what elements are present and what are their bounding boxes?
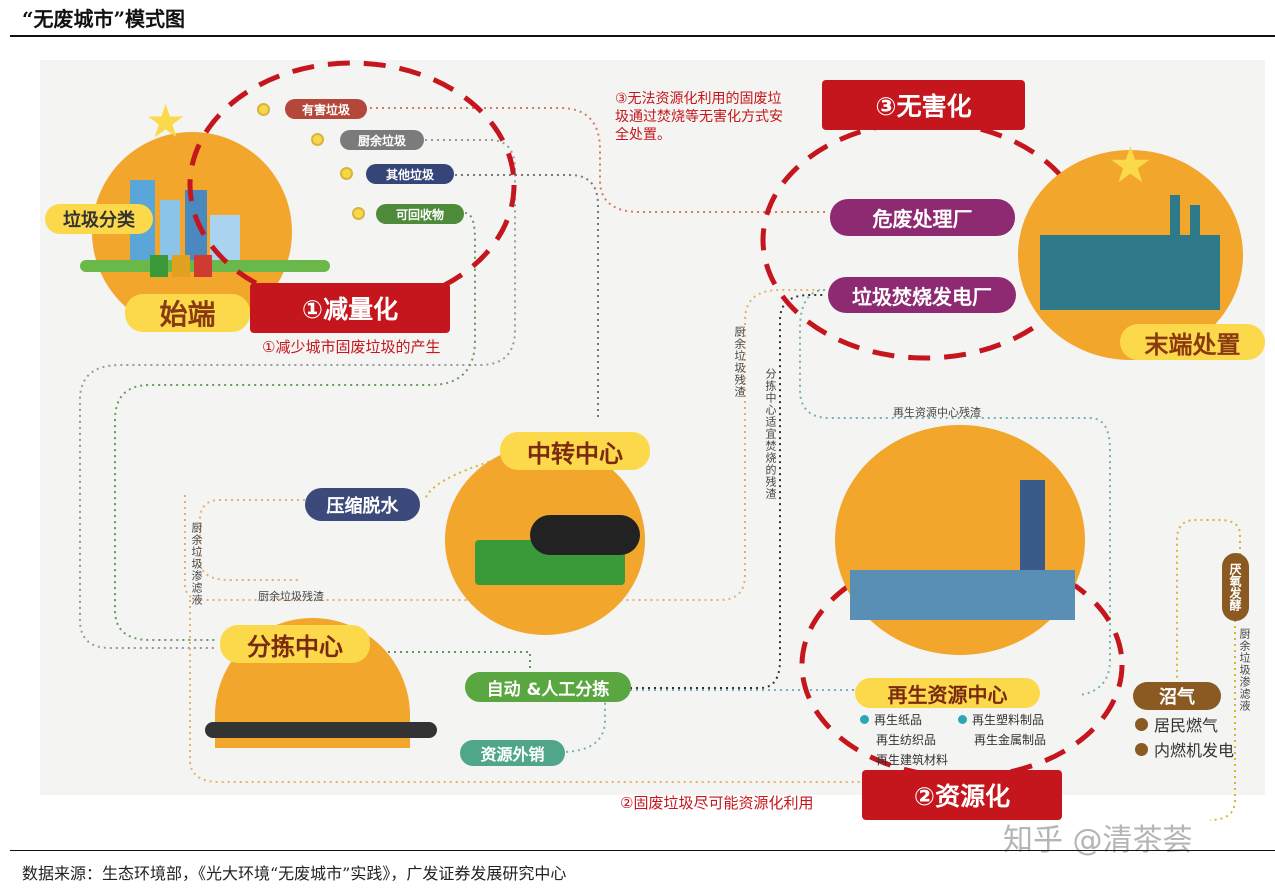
anaerobic-fermentation: 厌氧发酵: [1222, 553, 1249, 621]
flow-leachate-right: [1209, 620, 1236, 821]
footer-divider: [10, 850, 1275, 851]
resource-export: 资源外销: [460, 740, 565, 766]
category-other: 其他垃圾: [366, 164, 454, 184]
source-note: 数据来源：生态环境部，《光大环境“无废城市”实践》，广发证券发展研究中心: [22, 864, 567, 883]
flow-biogas: [1176, 519, 1241, 680]
resource-stage-label: ②资源化: [862, 770, 1062, 820]
watermark: 知乎 @清茶荟: [1003, 823, 1193, 858]
recycle-item: 再生纸品: [860, 711, 922, 728]
category-recyclable: 可回收物: [376, 204, 464, 224]
category-hazardous: 有害垃圾: [285, 99, 367, 119]
flow-label: 厨余垃圾渗滤液: [1238, 628, 1251, 712]
biogas-use: 居民燃气: [1135, 712, 1218, 736]
category-dot: [311, 133, 324, 146]
category-dot: [257, 103, 270, 116]
title-divider: [10, 35, 1275, 37]
page-title: “无废城市”模式图: [22, 7, 186, 31]
flow-recycle-residue: [799, 289, 1111, 696]
recycle-center-label: 再生资源中心: [855, 678, 1040, 708]
flow-other: [455, 174, 599, 420]
recycle-item: 再生塑料制品: [958, 711, 1044, 728]
garbage-bags: [530, 515, 640, 555]
reduce-stage-label: ①减量化: [250, 283, 450, 333]
compress-dewater: 压缩脱水: [305, 488, 420, 521]
city-illustration: [80, 160, 330, 277]
category-kitchen: 厨余垃圾: [340, 130, 424, 150]
flow-sort-residue: [630, 294, 825, 689]
category-dot: [340, 167, 353, 180]
flow-label: 厨余垃圾渗滤液: [190, 522, 203, 606]
recycle-plant-illustration: [850, 570, 1075, 620]
bullet-icon: [958, 715, 967, 724]
bullet-icon: [1135, 717, 1148, 731]
incineration-power-plant: 垃圾焚烧发电厂: [828, 277, 1016, 313]
conveyor-belt: [205, 722, 437, 738]
flow-compress: [424, 459, 496, 501]
star-icon: ★: [145, 94, 187, 148]
recycle-item: 再生金属制品: [974, 733, 1047, 747]
start-label: 始端: [125, 294, 250, 332]
biogas-use: 内燃机发电: [1135, 737, 1234, 761]
harmless-desc: ③无法资源化利用的固废垃圾通过焚烧等无害化方式安全处置。: [615, 91, 783, 143]
bullet-icon: [1135, 742, 1148, 756]
recycle-circle: [835, 425, 1085, 655]
flow-label: 厨余垃圾残渣: [258, 590, 324, 603]
factory-illustration: [1040, 195, 1220, 310]
sorting-center-label: 分拣中心: [220, 625, 370, 663]
recycle-item: 再生纺织品: [876, 733, 937, 747]
hazardous-waste-plant: 危废处理厂: [830, 199, 1015, 236]
reduce-ring: [187, 60, 517, 310]
end-label: 末端处置: [1120, 324, 1265, 360]
star-icon: ★: [1108, 136, 1153, 194]
biogas-label: 沼气: [1133, 682, 1221, 710]
resource-desc: ②固废垃圾尽可能资源化利用: [620, 794, 814, 812]
flow-label: 分拣中心适宜焚烧的残渣: [764, 368, 777, 500]
flow-label: 厨余垃圾残渣: [733, 326, 746, 398]
harmless-stage-label: ③无害化: [822, 80, 1025, 130]
transfer-center-label: 中转中心: [500, 432, 650, 470]
flow-kitchen-residue: [184, 289, 820, 601]
garbage-sorting-label: 垃圾分类: [45, 204, 153, 234]
bullet-icon: [860, 715, 869, 724]
flow-hazard: [370, 107, 825, 213]
chimney: [1020, 480, 1045, 570]
recycle-item: 再生建筑材料: [876, 753, 949, 767]
reduce-desc: ①减少城市固废垃圾的产生: [262, 338, 441, 356]
flow-label: 再生资源中心残渣: [893, 406, 981, 419]
resource-ring: [799, 550, 1125, 780]
category-dot: [352, 207, 365, 220]
flow-recyclable: [114, 212, 476, 641]
auto-manual-sorting: 自动 &人工分拣: [465, 672, 631, 702]
